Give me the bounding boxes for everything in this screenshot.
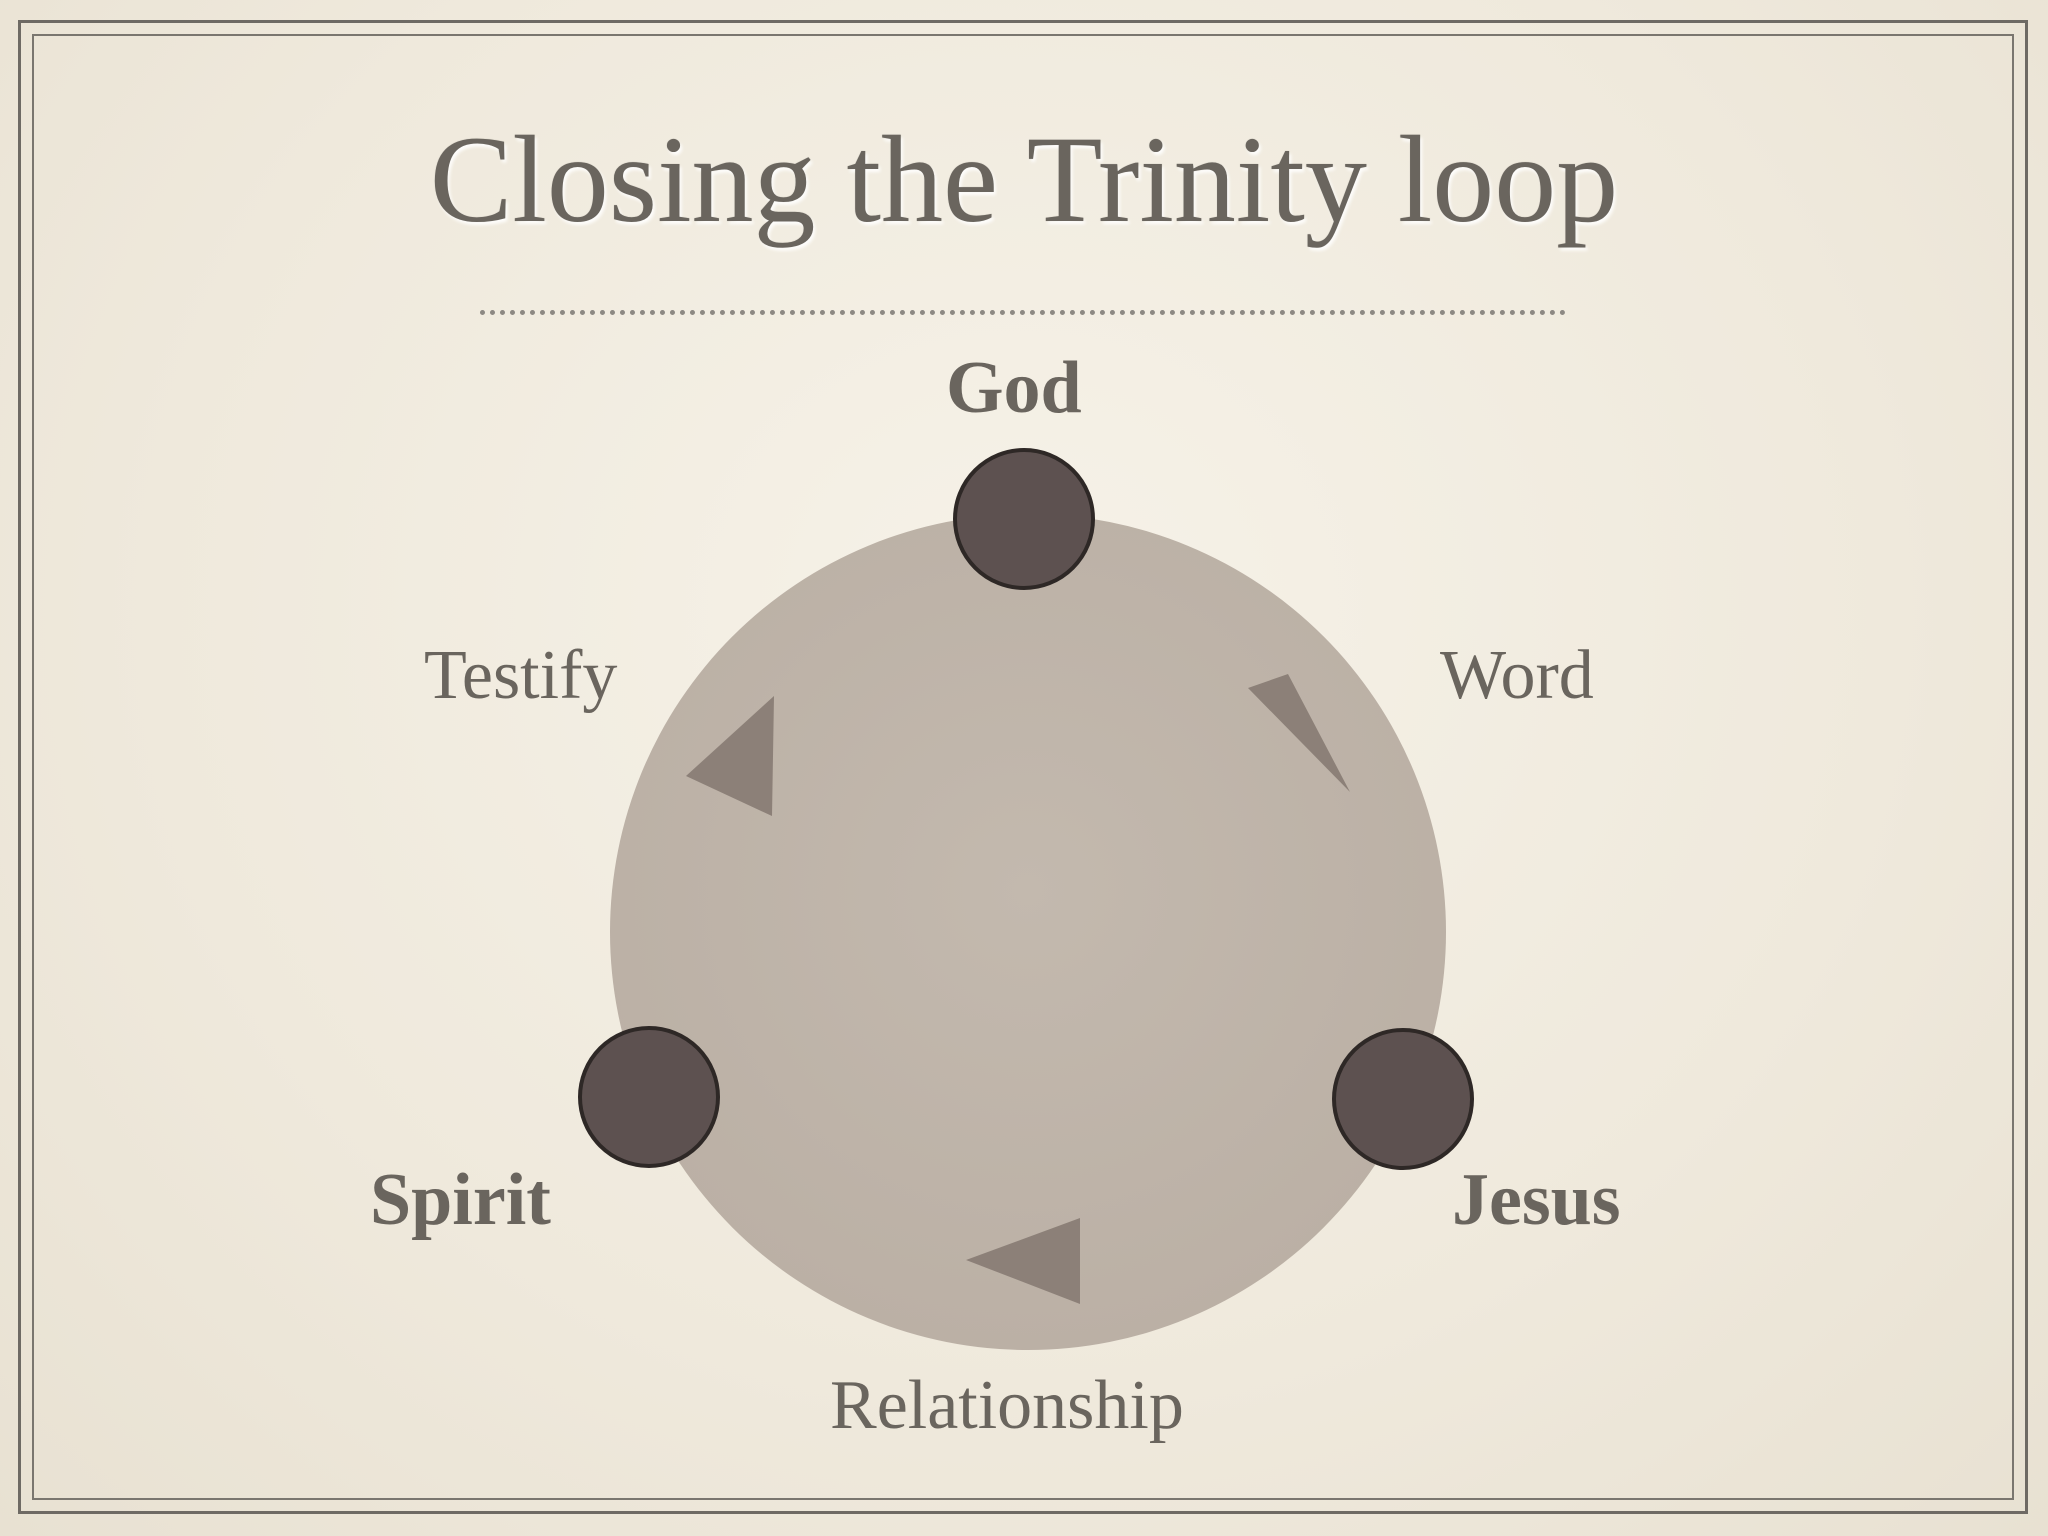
node-god: [953, 448, 1095, 590]
node-jesus: [1332, 1028, 1474, 1170]
slide-title: Closing the Trinity loop: [429, 111, 1619, 248]
node-label-jesus: Jesus: [1452, 1159, 1621, 1241]
slide-frame-outer: [18, 20, 2028, 1514]
slide-frame-inner: [32, 34, 2014, 1500]
node-label-god: God: [946, 347, 1082, 429]
edge-label-relationship: Relationship: [830, 1367, 1184, 1444]
loop-circle: [610, 514, 1446, 1350]
node-spirit: [578, 1026, 720, 1168]
title-divider: [480, 310, 1566, 315]
node-label-spirit: Spirit: [370, 1159, 551, 1241]
arrow-god-to-jesus: [1248, 674, 1350, 792]
edge-label-testify: Testify: [424, 637, 618, 714]
edge-label-word: Word: [1440, 637, 1594, 714]
arrow-spirit-to-god: [686, 696, 774, 816]
arrow-jesus-to-spirit: [966, 1218, 1080, 1304]
